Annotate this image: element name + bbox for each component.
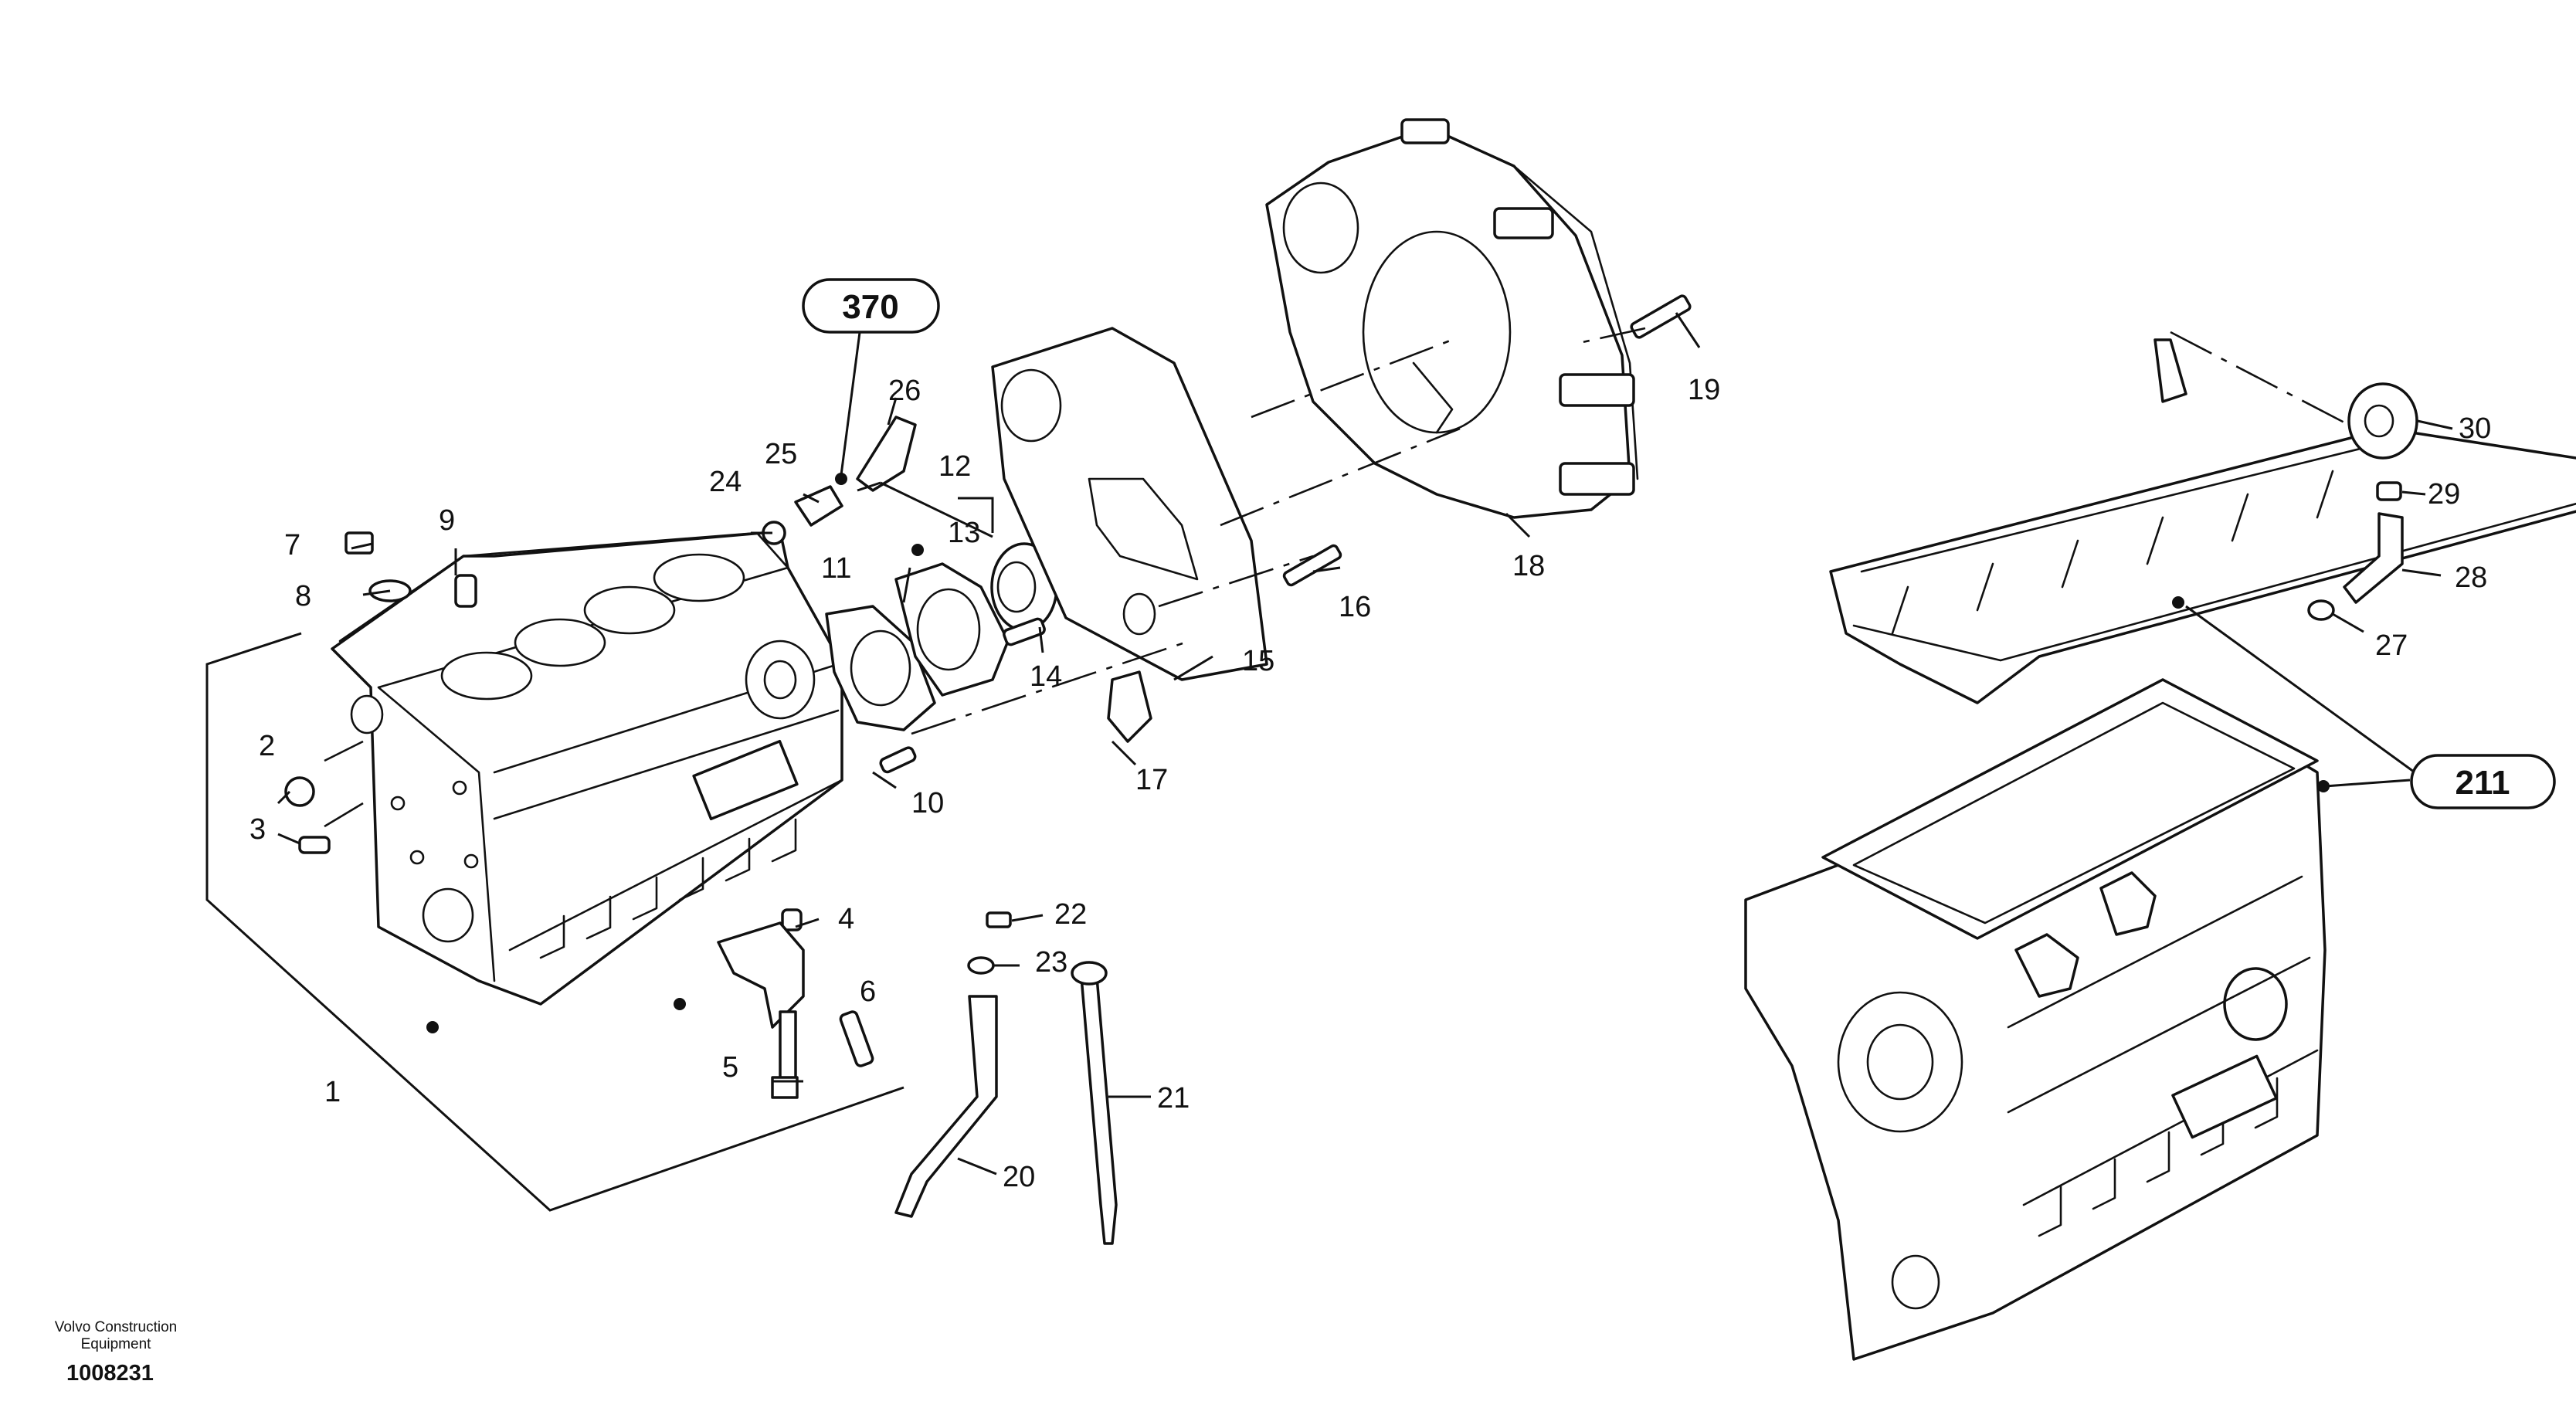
reference-370: 370 bbox=[802, 278, 940, 334]
company-line-2: Equipment bbox=[80, 1336, 151, 1352]
part-label-7: 7 bbox=[284, 529, 300, 562]
sensor-parts bbox=[762, 416, 917, 545]
part-label-27: 27 bbox=[2375, 629, 2408, 662]
company-line-1: Volvo Construction bbox=[54, 1319, 178, 1335]
company-name: Volvo Construction Equipment bbox=[31, 1319, 201, 1353]
part-label-25: 25 bbox=[765, 438, 797, 470]
part-label-10: 10 bbox=[911, 787, 944, 819]
leader-lines bbox=[277, 312, 2453, 1176]
part-labels: 1 2 3 4 5 6 7 8 9 10 11 12 13 14 15 16 1… bbox=[249, 374, 2491, 1193]
part-1-bracket bbox=[205, 632, 904, 1212]
part-label-19: 19 bbox=[1688, 374, 1720, 406]
back-plate bbox=[991, 327, 1268, 743]
part-label-9: 9 bbox=[439, 504, 455, 537]
part-label-6: 6 bbox=[860, 975, 876, 1008]
part-label-4: 4 bbox=[838, 903, 854, 935]
part-label-2: 2 bbox=[259, 730, 275, 762]
seal-parts bbox=[825, 542, 1058, 731]
part-label-14: 14 bbox=[1030, 660, 1062, 693]
dipstick-assembly bbox=[894, 911, 1118, 1245]
part-label-20: 20 bbox=[1003, 1161, 1035, 1193]
part-label-18: 18 bbox=[1512, 550, 1545, 582]
part-label-5: 5 bbox=[722, 1051, 738, 1084]
part-label-8: 8 bbox=[295, 580, 311, 612]
part-label-11: 11 bbox=[821, 552, 851, 585]
part-label-23: 23 bbox=[1035, 946, 1067, 979]
part-label-1: 1 bbox=[324, 1076, 341, 1108]
small-block-parts bbox=[284, 531, 917, 1099]
alignment-lines bbox=[324, 327, 1646, 828]
part-label-21: 21 bbox=[1157, 1082, 1190, 1115]
flywheel-housing bbox=[1265, 118, 1639, 519]
svg-text:370: 370 bbox=[842, 288, 898, 326]
part-label-16: 16 bbox=[1339, 591, 1371, 623]
svg-text:211: 211 bbox=[2456, 764, 2510, 802]
part-label-30: 30 bbox=[2459, 412, 2491, 445]
part-label-26: 26 bbox=[888, 375, 921, 407]
part-label-15: 15 bbox=[1242, 645, 1274, 677]
part-label-29: 29 bbox=[2428, 478, 2460, 511]
part-label-22: 22 bbox=[1054, 898, 1087, 931]
reference-211: 211 bbox=[2410, 754, 2556, 809]
part-label-28: 28 bbox=[2455, 562, 2487, 594]
part-label-17: 17 bbox=[1135, 764, 1168, 796]
cylinder-block bbox=[331, 530, 843, 1033]
part-label-13: 13 bbox=[948, 517, 980, 549]
breather-parts bbox=[2307, 382, 2418, 621]
valve-cover bbox=[1829, 331, 2576, 704]
part-label-3: 3 bbox=[249, 813, 266, 846]
part-label-24: 24 bbox=[709, 466, 742, 498]
engine-block-assembly bbox=[1744, 678, 2330, 1361]
part-label-12: 12 bbox=[938, 450, 971, 483]
document-number: 1008231 bbox=[66, 1361, 154, 1386]
